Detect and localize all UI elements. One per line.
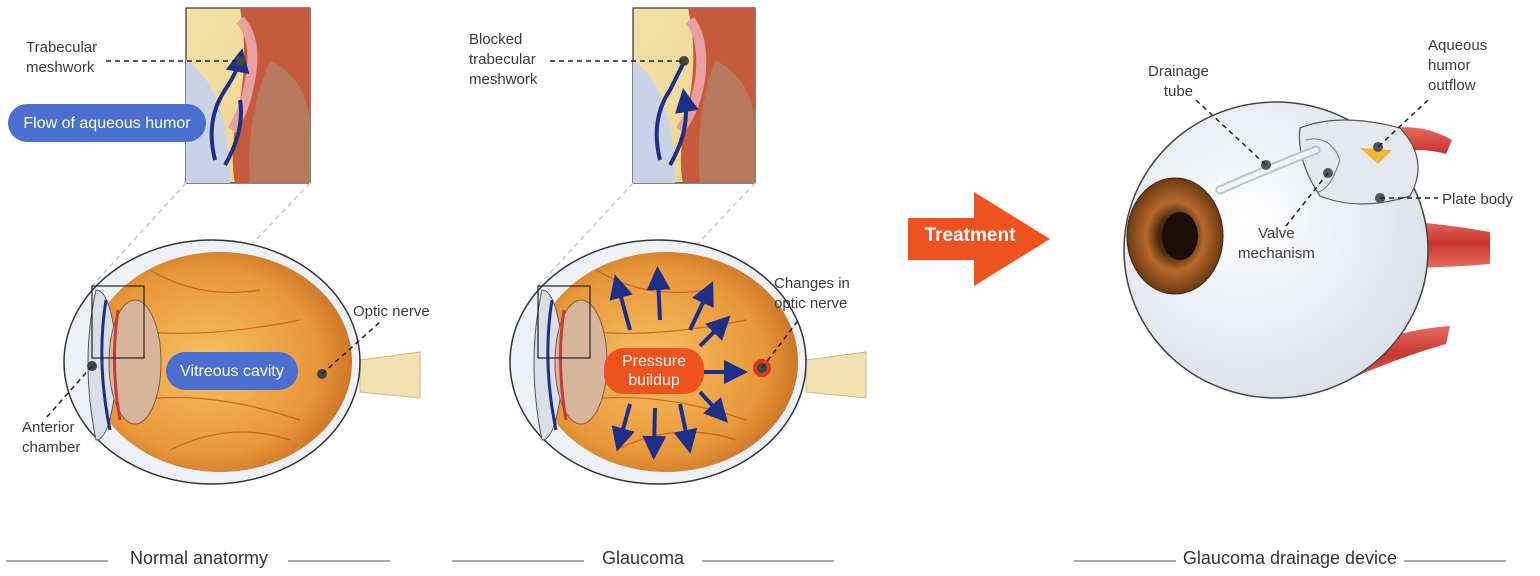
label-plate-body: Plate body [1442,191,1513,208]
label-optic-nerve: Optic nerve [353,303,430,320]
treatment-arrow: Treatment [908,192,1050,286]
normal-anatomy-panel [45,7,421,485]
label-anterior-chamber: Anterior chamber [22,419,81,456]
caption-normal-anatomy: Normal anatormy [129,548,269,568]
label-changes-in-optic-nerve: Changes in optic nerve [774,275,850,312]
pill-flow-of-aqueous-humor: Flow of aqueous humor [8,104,206,142]
label-trabecular-meshwork: Trabecular meshwork [26,39,98,76]
label-blocked-trabecular-meshwork: Blocked trabecular meshwork [469,31,538,88]
caption-glaucoma: Glaucoma [601,548,685,568]
device-panel [1123,99,1490,399]
glaucoma-inset [632,7,756,184]
label-valve-mechanism: Valve mechanism [1238,225,1315,262]
glaucoma-panel [509,7,867,485]
label-drainage-tube: Drainage tube [1148,63,1209,100]
normal-inset [185,7,311,184]
label-aqueous-humor-outflow: Aqueous humor outflow [1428,37,1488,94]
treatment-label: Treatment [924,225,1016,246]
pill-vitreous-cavity: Vitreous cavity [166,352,298,390]
pill-pressure-buildup: Pressure buildup [604,348,704,394]
caption-glaucoma-drainage-device: Glaucoma drainage device [1182,548,1398,568]
